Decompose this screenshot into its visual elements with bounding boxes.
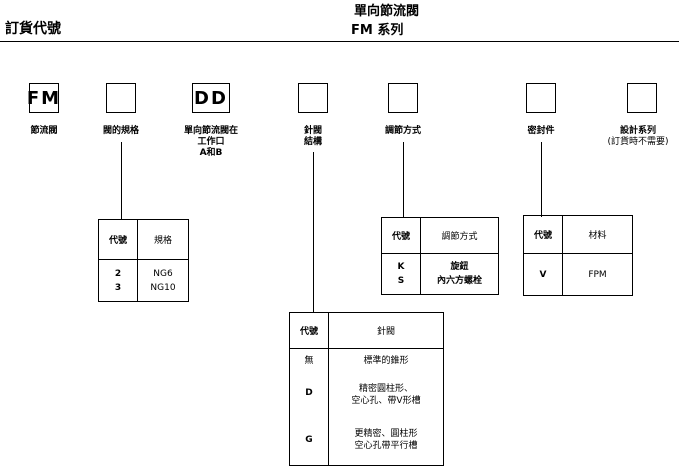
size-value-ng10: NG10 bbox=[150, 282, 176, 293]
product-title: 單向節流閥 bbox=[354, 4, 420, 19]
size-value-ng6: NG6 bbox=[153, 268, 173, 279]
adjust-value-knob: 旋鈕 bbox=[450, 262, 469, 272]
code-box-fm: FM bbox=[27, 83, 59, 113]
header-divider bbox=[0, 41, 679, 42]
needle-desc-d-line1: 精密圓柱形、 bbox=[358, 384, 413, 394]
adjust-value-hex: 內六方螺栓 bbox=[436, 276, 482, 286]
size-code-3: 3 bbox=[114, 282, 122, 293]
adjust-header-code: 代號 bbox=[381, 217, 421, 254]
connector-size bbox=[121, 142, 122, 219]
seal-value-fpm: FPM bbox=[562, 253, 633, 296]
seal-header-code: 代號 bbox=[523, 215, 563, 254]
needle-desc-g-line2: 空心孔帶平行槽 bbox=[354, 441, 418, 451]
needle-code-g: G bbox=[305, 435, 313, 445]
needle-desc-d-line2: 空心孔、帶V形槽 bbox=[351, 396, 421, 406]
label-port-direction: 單向節流閥在 工作口 A和B bbox=[183, 126, 238, 158]
adjust-code-s: S bbox=[397, 276, 405, 286]
connector-adjust bbox=[403, 142, 404, 217]
needle-code-none: 無 bbox=[304, 356, 314, 366]
seal-code-v: V bbox=[523, 253, 563, 296]
code-box-size bbox=[106, 83, 136, 113]
label-valve-size: 閥的規格 bbox=[102, 126, 139, 136]
label-adjust-method: 調節方式 bbox=[384, 126, 421, 136]
table-row: K S 旋鈕 內六方螺栓 bbox=[381, 253, 499, 295]
size-code-2: 2 bbox=[114, 268, 122, 279]
adjust-header-value: 調節方式 bbox=[420, 217, 499, 254]
label-seal: 密封件 bbox=[527, 126, 555, 136]
page-title: 訂貨代號 bbox=[5, 21, 61, 37]
size-table: 代號 規格 2 3 NG6 NG10 bbox=[98, 219, 189, 302]
code-box-design bbox=[627, 83, 657, 113]
code-box-dd: DD bbox=[192, 83, 230, 113]
adjust-table: 代號 調節方式 K S 旋鈕 內六方螺栓 bbox=[381, 217, 499, 295]
needle-table: 代號 針閥 無 D G 標準的錐形 精密圓柱形、 空心孔、帶V形槽 更精密、圓柱… bbox=[289, 312, 444, 466]
table-row: 無 D G 標準的錐形 精密圓柱形、 空心孔、帶V形槽 更精密、圓柱形 空心孔帶… bbox=[289, 348, 444, 466]
code-box-seal bbox=[526, 83, 556, 113]
code-box-needle bbox=[298, 83, 328, 113]
needle-header-value: 針閥 bbox=[328, 312, 444, 349]
needle-desc-g-line1: 更精密、圓柱形 bbox=[354, 429, 418, 439]
adjust-code-k: K bbox=[397, 262, 405, 272]
size-header-code: 代號 bbox=[98, 219, 138, 260]
label-design-series: 設計系列 (訂貨時不需要) bbox=[607, 126, 669, 147]
seal-table: 代號 材料 V FPM bbox=[523, 215, 633, 296]
table-row: 2 3 NG6 NG10 bbox=[98, 259, 189, 302]
needle-desc-standard: 標準的錐形 bbox=[363, 356, 409, 366]
needle-header-code: 代號 bbox=[289, 312, 329, 349]
label-throttle-valve: 節流閥 bbox=[30, 126, 58, 136]
needle-code-d: D bbox=[305, 388, 313, 398]
connector-needle bbox=[313, 152, 314, 312]
size-header-value: 規格 bbox=[137, 219, 189, 260]
table-row: V FPM bbox=[523, 253, 633, 296]
seal-header-value: 材料 bbox=[562, 215, 633, 254]
product-series: FM 系列 bbox=[351, 23, 404, 38]
label-needle-structure: 針閥 結構 bbox=[303, 126, 322, 147]
connector-seal bbox=[541, 142, 542, 217]
code-box-adjust bbox=[388, 83, 418, 113]
